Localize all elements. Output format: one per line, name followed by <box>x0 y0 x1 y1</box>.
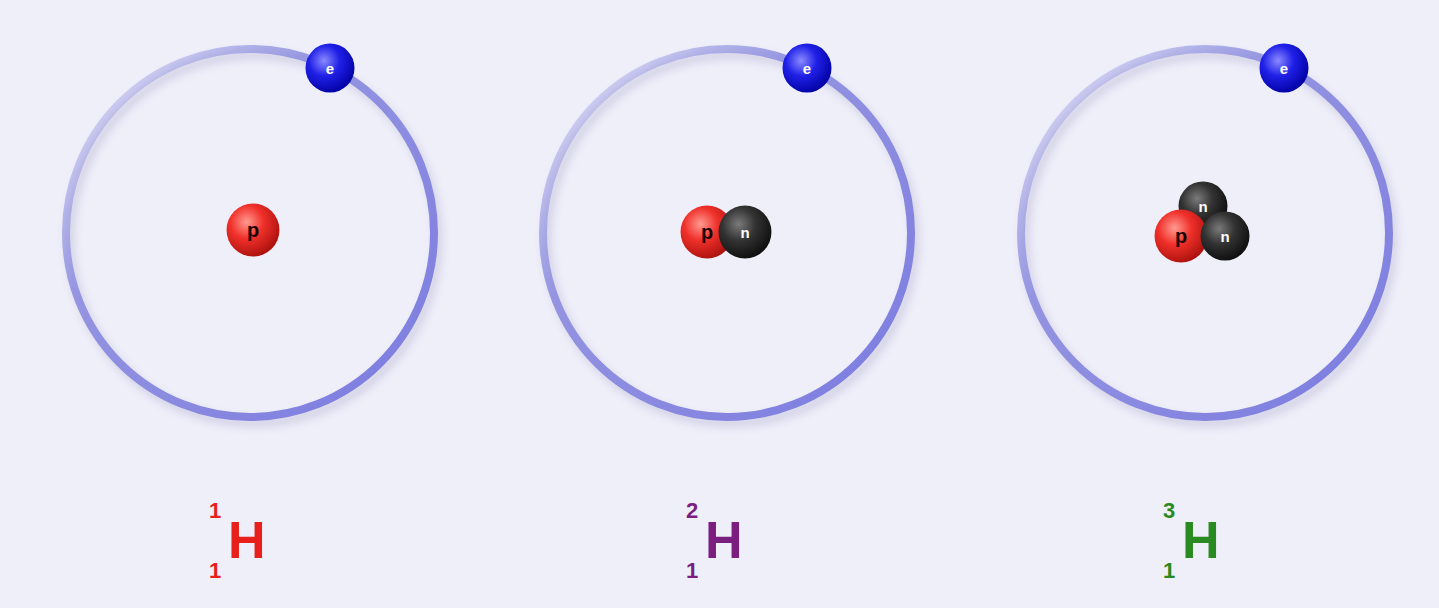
element-symbol: H <box>1182 514 1220 566</box>
electron-particle: e <box>782 43 832 93</box>
atomic-number: 1 <box>686 560 698 582</box>
neutron-particle: n <box>1200 211 1250 261</box>
electron-particle: e <box>1259 43 1309 93</box>
particle-letter: p <box>1175 226 1187 246</box>
orbit-ring <box>66 49 434 417</box>
element-symbol: H <box>228 514 266 566</box>
neutron-particle: n <box>718 205 772 259</box>
particle-letter: n <box>740 225 749 240</box>
particle-letter: e <box>1280 61 1288 76</box>
particle-letter: e <box>803 61 811 76</box>
particle-letter: p <box>701 222 713 242</box>
proton-particle: p <box>226 203 280 257</box>
atomic-number: 1 <box>1163 560 1175 582</box>
mass-number: 3 <box>1163 500 1175 522</box>
atomic-number: 1 <box>209 560 221 582</box>
orbit-ring <box>543 49 911 417</box>
orbit-shadows <box>70 55 1393 423</box>
element-symbol: H <box>705 514 743 566</box>
mass-number: 2 <box>686 500 698 522</box>
proton-particle: p <box>1154 209 1208 263</box>
orbit-ring <box>1021 49 1389 417</box>
particle-letter: p <box>247 220 259 240</box>
particle-letter: e <box>326 61 334 76</box>
particle-letter: n <box>1220 229 1229 244</box>
particle-letter: n <box>1198 199 1207 214</box>
electron-particle: e <box>305 43 355 93</box>
mass-number: 1 <box>209 500 221 522</box>
